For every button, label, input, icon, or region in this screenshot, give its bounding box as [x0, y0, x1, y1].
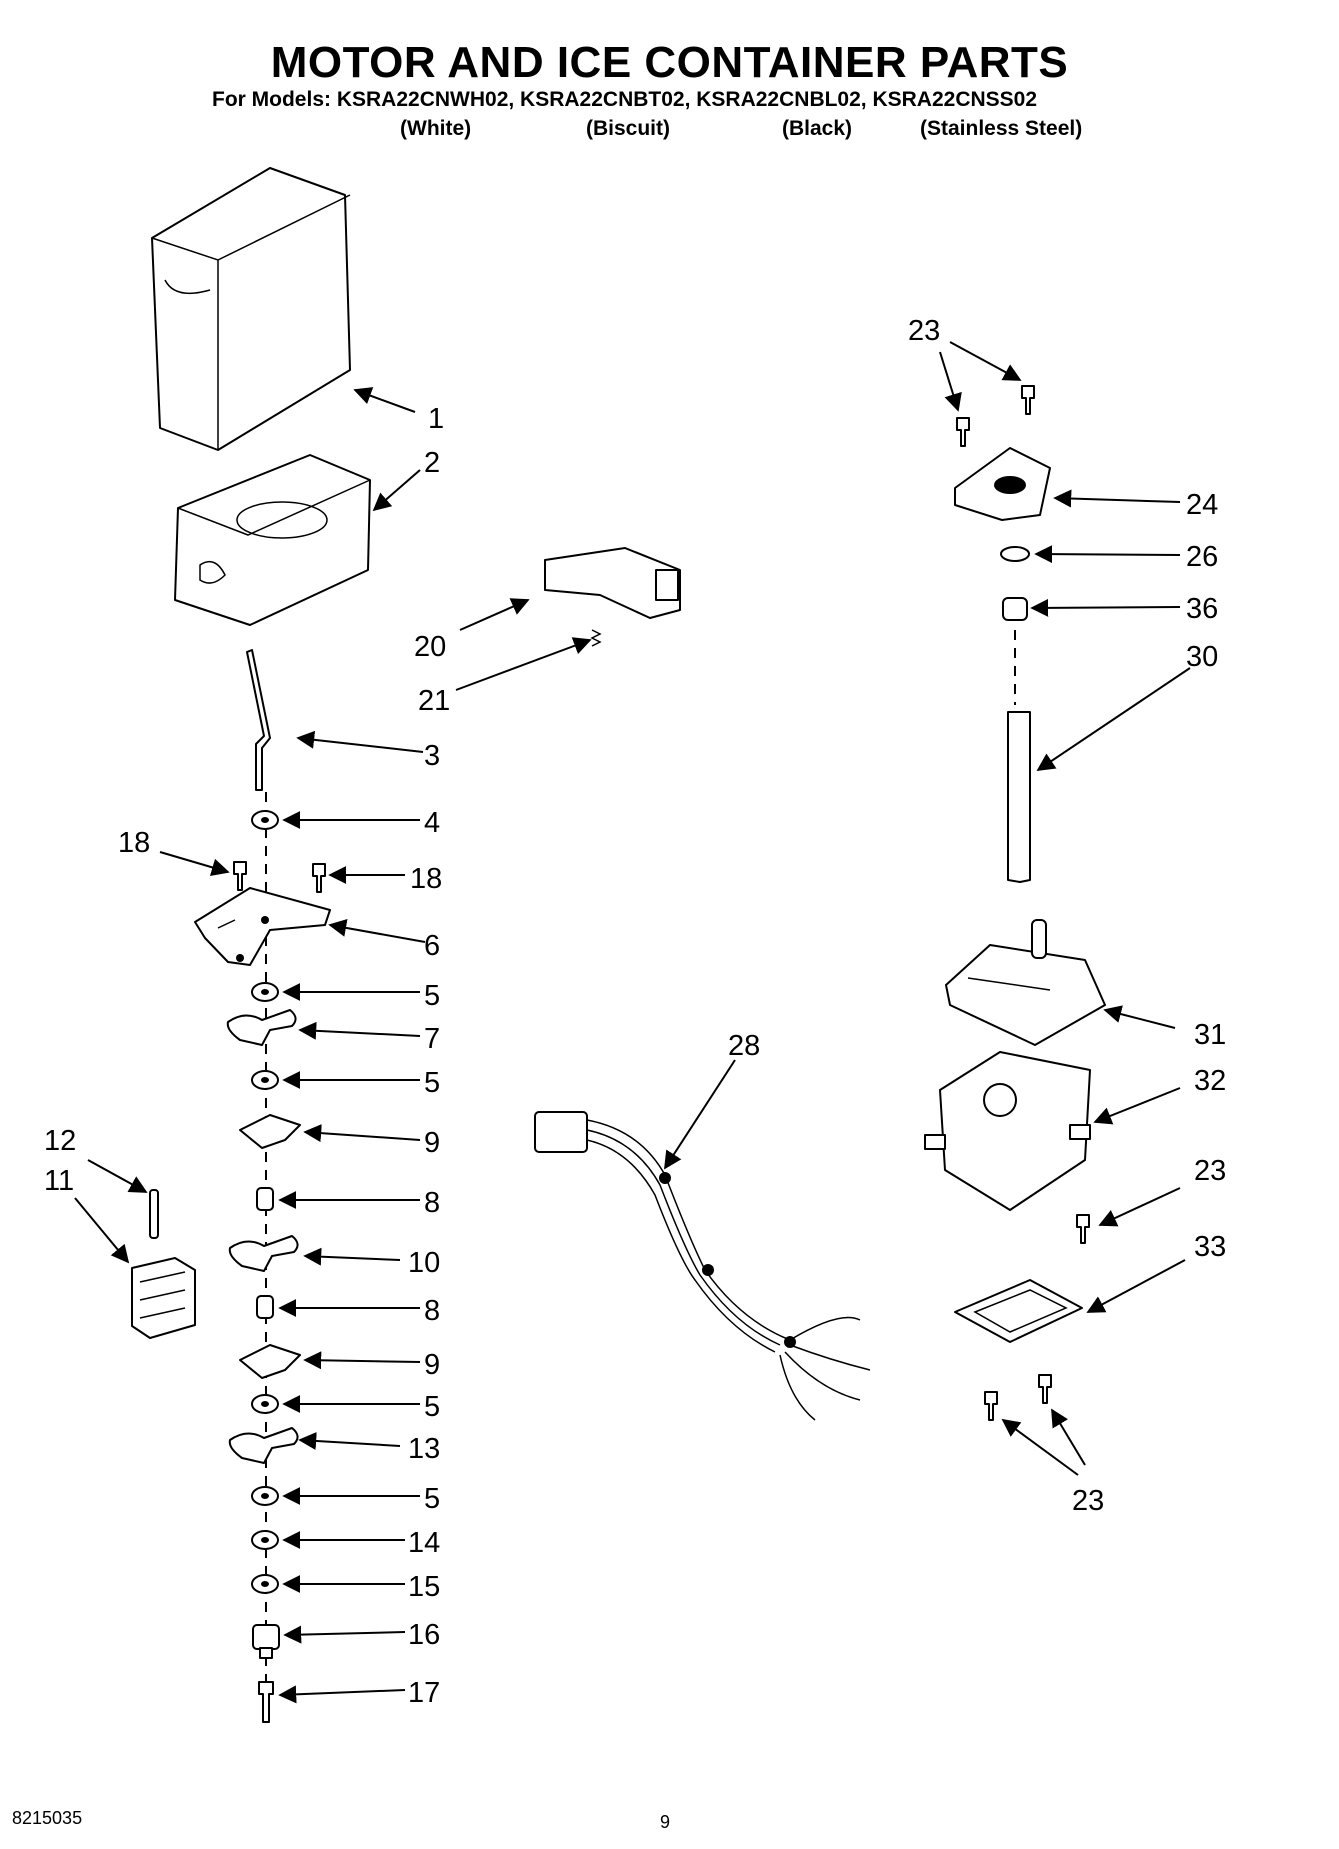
callout-11: 11: [44, 1165, 74, 1197]
washer-part: [251, 982, 279, 1002]
callout-13: 13: [408, 1433, 440, 1465]
ice-container-part: [151, 167, 351, 451]
bushing-part: [256, 1295, 274, 1319]
callout-9: 9: [424, 1349, 440, 1381]
washer-part: [251, 1574, 279, 1594]
mount-plate-part: [954, 447, 1051, 521]
motor-part: [924, 1051, 1091, 1211]
callout-23: 23: [1072, 1485, 1104, 1517]
leader-lines: [74, 341, 1191, 1704]
washer-part: [251, 1394, 279, 1414]
washer-part: [251, 1486, 279, 1506]
switch-bracket-part: [544, 547, 681, 619]
plate-part: [239, 1114, 301, 1149]
spring-part: [590, 629, 602, 647]
document-number: 8215035: [12, 1808, 83, 1828]
callout-12: 12: [44, 1125, 76, 1157]
washer-part: [251, 1070, 279, 1090]
cam-part-13: [228, 1427, 299, 1464]
gasket-part: [954, 1279, 1083, 1343]
callout-15: 15: [408, 1571, 440, 1603]
cam-part-10: [228, 1235, 299, 1272]
page-title: MOTOR AND ICE CONTAINER PARTS: [270, 38, 1069, 87]
callout-14: 14: [408, 1527, 440, 1559]
screw-part: [1021, 385, 1035, 415]
callout-33: 33: [1194, 1231, 1226, 1263]
callout-5: 5: [424, 1067, 440, 1099]
callout-36: 36: [1186, 593, 1218, 625]
ring-part: [1000, 546, 1030, 562]
variant-stainless-steel: (Stainless Steel): [920, 117, 1083, 140]
page-number: 9: [660, 1812, 671, 1832]
bushing-part: [1002, 597, 1028, 621]
washer-part: [251, 1530, 279, 1550]
callout-20: 20: [414, 631, 446, 663]
callout-21: 21: [418, 685, 450, 717]
screw-part: [1076, 1214, 1090, 1244]
callout-18-right: 18: [410, 863, 442, 895]
screw-part: [258, 1681, 274, 1723]
callout-8: 8: [424, 1295, 440, 1327]
screw-part-left: [233, 861, 247, 891]
callout-10: 10: [408, 1247, 440, 1279]
callout-7: 7: [424, 1023, 440, 1055]
callout-5: 5: [424, 1483, 440, 1515]
variant-biscuit: (Biscuit): [586, 117, 670, 140]
variant-black: (Black): [782, 117, 853, 140]
pin-part: [149, 1189, 159, 1239]
callout-30: 30: [1186, 641, 1218, 673]
wire-harness-part: [534, 1111, 871, 1421]
callout-23: 23: [1194, 1155, 1226, 1187]
screw-part: [984, 1391, 998, 1421]
callout-5: 5: [424, 980, 440, 1012]
cam-part: [226, 1009, 297, 1046]
callout-32: 32: [1194, 1065, 1226, 1097]
screw-part: [956, 417, 970, 447]
callout-4: 4: [424, 807, 440, 839]
callout-2: 2: [424, 447, 440, 479]
callout-24: 24: [1186, 489, 1218, 521]
motor-cover-part: [945, 919, 1106, 1046]
bracket-plate-part: [194, 887, 331, 966]
drive-shaft-part: [1007, 711, 1031, 883]
nut-part: [252, 1624, 280, 1659]
callout-9: 9: [424, 1127, 440, 1159]
screw-part: [1038, 1374, 1052, 1404]
bushing-part: [256, 1187, 274, 1211]
screw-part-right: [312, 863, 326, 893]
callout-17: 17: [408, 1677, 440, 1709]
callout-1: 1: [428, 403, 444, 435]
callout-5: 5: [424, 1391, 440, 1423]
callout-26: 26: [1186, 541, 1218, 573]
models-line: For Models: KSRA22CNWH02, KSRA22CNBT02, …: [212, 88, 1038, 111]
washer-part: [251, 810, 279, 830]
callout-31: 31: [1194, 1019, 1226, 1051]
ice-bucket-base-part: [174, 454, 371, 626]
rod-part: [246, 649, 271, 791]
callout-3: 3: [424, 740, 440, 772]
callout-28: 28: [728, 1030, 760, 1062]
callout-23: 23: [908, 315, 940, 347]
callout-8: 8: [424, 1187, 440, 1219]
variant-white: (White): [400, 117, 472, 140]
plate-part: [239, 1344, 301, 1379]
callout-18-left: 18: [118, 827, 150, 859]
block-part: [131, 1257, 196, 1339]
callout-6: 6: [424, 930, 440, 962]
callout-16: 16: [408, 1619, 440, 1651]
